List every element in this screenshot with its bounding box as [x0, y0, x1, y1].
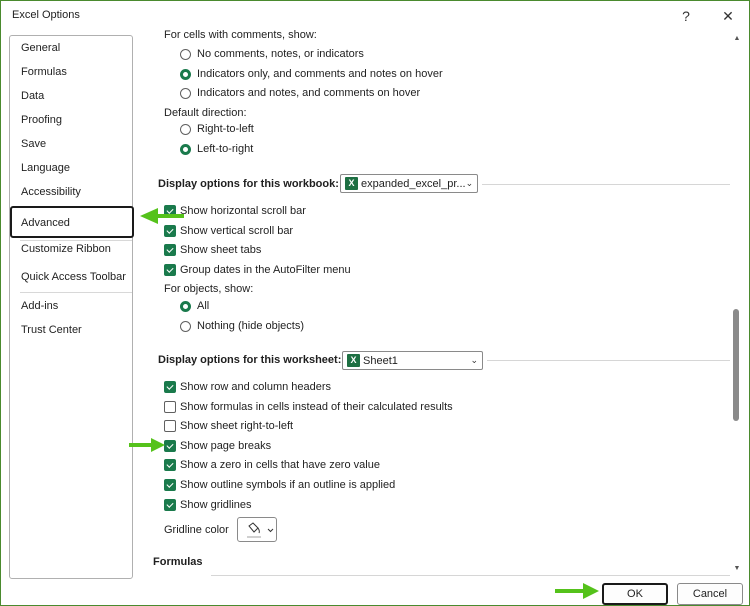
checkbox-gridlines[interactable]: Show gridlines	[164, 498, 252, 512]
checkbox-icon	[164, 401, 176, 413]
gridline-color-label: Gridline color	[164, 524, 229, 536]
nav-item-proofing[interactable]: Proofing	[21, 114, 62, 126]
workbook-dropdown[interactable]: X expanded_excel_pr... ⌄	[340, 174, 478, 193]
scrollbar-thumb[interactable]	[733, 309, 739, 421]
nav-item-add-ins[interactable]: Add-ins	[21, 300, 59, 312]
comments-heading: For cells with comments, show:	[164, 29, 317, 41]
nav-item-quick-access-toolbar[interactable]: Quick Access Toolbar	[21, 271, 126, 283]
radio-icon	[180, 48, 191, 60]
radio-selected-icon	[180, 300, 191, 312]
nav-item-accessibility[interactable]: Accessibility	[21, 186, 81, 198]
radio-left-to-right[interactable]: Left-to-right	[180, 142, 253, 156]
direction-heading: Default direction:	[164, 107, 247, 119]
checkbox-checked-icon	[164, 225, 176, 237]
checkbox-sheet-right-to-left[interactable]: Show sheet right-to-left	[164, 419, 293, 433]
radio-icon	[180, 320, 191, 332]
radio-objects-all[interactable]: All	[180, 299, 209, 313]
checkbox-show-zero[interactable]: Show a zero in cells that have zero valu…	[164, 458, 380, 472]
radio-icon	[180, 87, 191, 99]
annotation-arrow-icon	[129, 438, 165, 452]
annotation-arrow-icon	[140, 208, 184, 224]
nav-item-trust-center[interactable]: Trust Center	[21, 324, 82, 336]
radio-no-comments[interactable]: No comments, notes, or indicators	[180, 47, 364, 61]
ok-button[interactable]: OK	[602, 583, 668, 605]
checkbox-sheet-tabs[interactable]: Show sheet tabs	[164, 243, 261, 257]
chevron-down-icon: ⌄	[470, 355, 478, 365]
radio-indicators-and-notes[interactable]: Indicators and notes, and comments on ho…	[180, 86, 420, 100]
checkbox-vertical-scroll[interactable]: Show vertical scroll bar	[164, 224, 293, 238]
nav-item-advanced[interactable]: Advanced	[10, 206, 134, 238]
annotation-arrow-icon	[555, 583, 599, 599]
checkbox-group-dates[interactable]: Group dates in the AutoFilter menu	[164, 263, 351, 277]
section-separator	[211, 575, 730, 576]
scroll-down-icon[interactable]: ▼	[733, 565, 741, 572]
checkbox-checked-icon	[164, 244, 176, 256]
gridline-color-button[interactable]	[237, 517, 277, 542]
chevron-down-icon: ⌄	[465, 178, 474, 188]
checkbox-row-column-headers[interactable]: Show row and column headers	[164, 380, 331, 394]
radio-indicators-only[interactable]: Indicators only, and comments and notes …	[180, 67, 443, 81]
radio-selected-icon	[180, 68, 191, 80]
checkbox-checked-icon	[164, 459, 176, 471]
nav-item-language[interactable]: Language	[21, 162, 70, 174]
checkbox-icon	[164, 420, 176, 432]
checkbox-checked-icon	[164, 499, 176, 511]
nav-divider	[20, 240, 132, 241]
formulas-section-heading: Formulas	[153, 556, 203, 568]
dialog-title: Excel Options	[12, 9, 80, 21]
section-separator	[482, 184, 730, 185]
workbook-options-heading: Display options for this workbook:	[158, 178, 339, 190]
help-button[interactable]: ?	[682, 8, 690, 24]
checkbox-checked-icon	[164, 479, 176, 491]
checkbox-checked-icon	[164, 440, 176, 452]
scroll-up-icon[interactable]: ▲	[733, 35, 741, 42]
options-nav: General Formulas Data Proofing Save Lang…	[9, 35, 134, 579]
excel-icon: X	[345, 177, 358, 190]
cancel-button[interactable]: Cancel	[677, 583, 743, 605]
section-separator	[487, 360, 730, 361]
nav-item-data[interactable]: Data	[21, 90, 45, 102]
radio-right-to-left[interactable]: Right-to-left	[180, 122, 254, 136]
checkbox-checked-icon	[164, 264, 176, 276]
close-button[interactable]: ✕	[722, 7, 734, 24]
objects-heading: For objects, show:	[164, 283, 254, 295]
checkbox-outline-symbols[interactable]: Show outline symbols if an outline is ap…	[164, 478, 395, 492]
radio-selected-icon	[180, 143, 191, 155]
paint-bucket-icon	[247, 522, 274, 538]
content-scrollbar[interactable]: ▲ ▼	[730, 29, 744, 579]
nav-item-formulas[interactable]: Formulas	[21, 66, 67, 78]
excel-icon: X	[347, 354, 360, 367]
nav-item-general[interactable]: General	[21, 42, 61, 54]
nav-divider	[20, 292, 132, 293]
radio-objects-nothing[interactable]: Nothing (hide objects)	[180, 319, 304, 333]
worksheet-options-heading: Display options for this worksheet:	[158, 354, 342, 366]
checkbox-show-formulas[interactable]: Show formulas in cells instead of their …	[164, 400, 453, 414]
checkbox-page-breaks[interactable]: Show page breaks	[164, 439, 271, 453]
advanced-options-panel: For cells with comments, show: No commen…	[141, 29, 731, 579]
nav-item-customize-ribbon[interactable]: Customize Ribbon	[21, 243, 111, 255]
title-bar: Excel Options ? ✕	[1, 1, 749, 31]
radio-icon	[180, 123, 191, 135]
checkbox-checked-icon	[164, 381, 176, 393]
nav-item-save[interactable]: Save	[21, 138, 47, 150]
worksheet-dropdown[interactable]: X Sheet1 ⌄	[342, 351, 483, 370]
